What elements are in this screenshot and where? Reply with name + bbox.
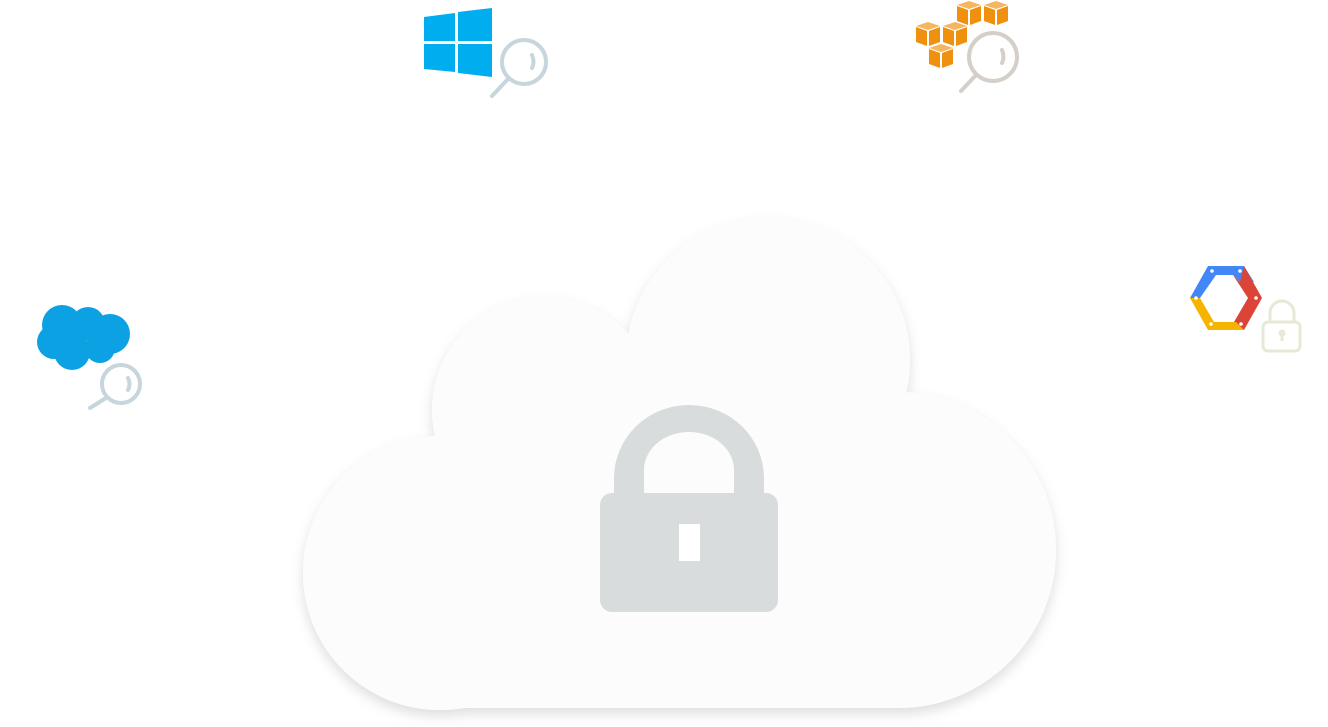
cloud-icon xyxy=(303,218,1056,710)
aws-logo-icon xyxy=(916,1,1008,68)
lock-icon xyxy=(600,405,778,612)
magnifier-icon xyxy=(490,38,548,98)
salesforce-logo-icon xyxy=(37,305,130,370)
google-cloud-logo-icon xyxy=(1190,266,1262,330)
small-lock-icon xyxy=(1261,299,1302,353)
magnifier-icon xyxy=(959,31,1019,93)
magnifier-icon xyxy=(88,363,142,410)
windows-logo-icon xyxy=(424,8,492,77)
